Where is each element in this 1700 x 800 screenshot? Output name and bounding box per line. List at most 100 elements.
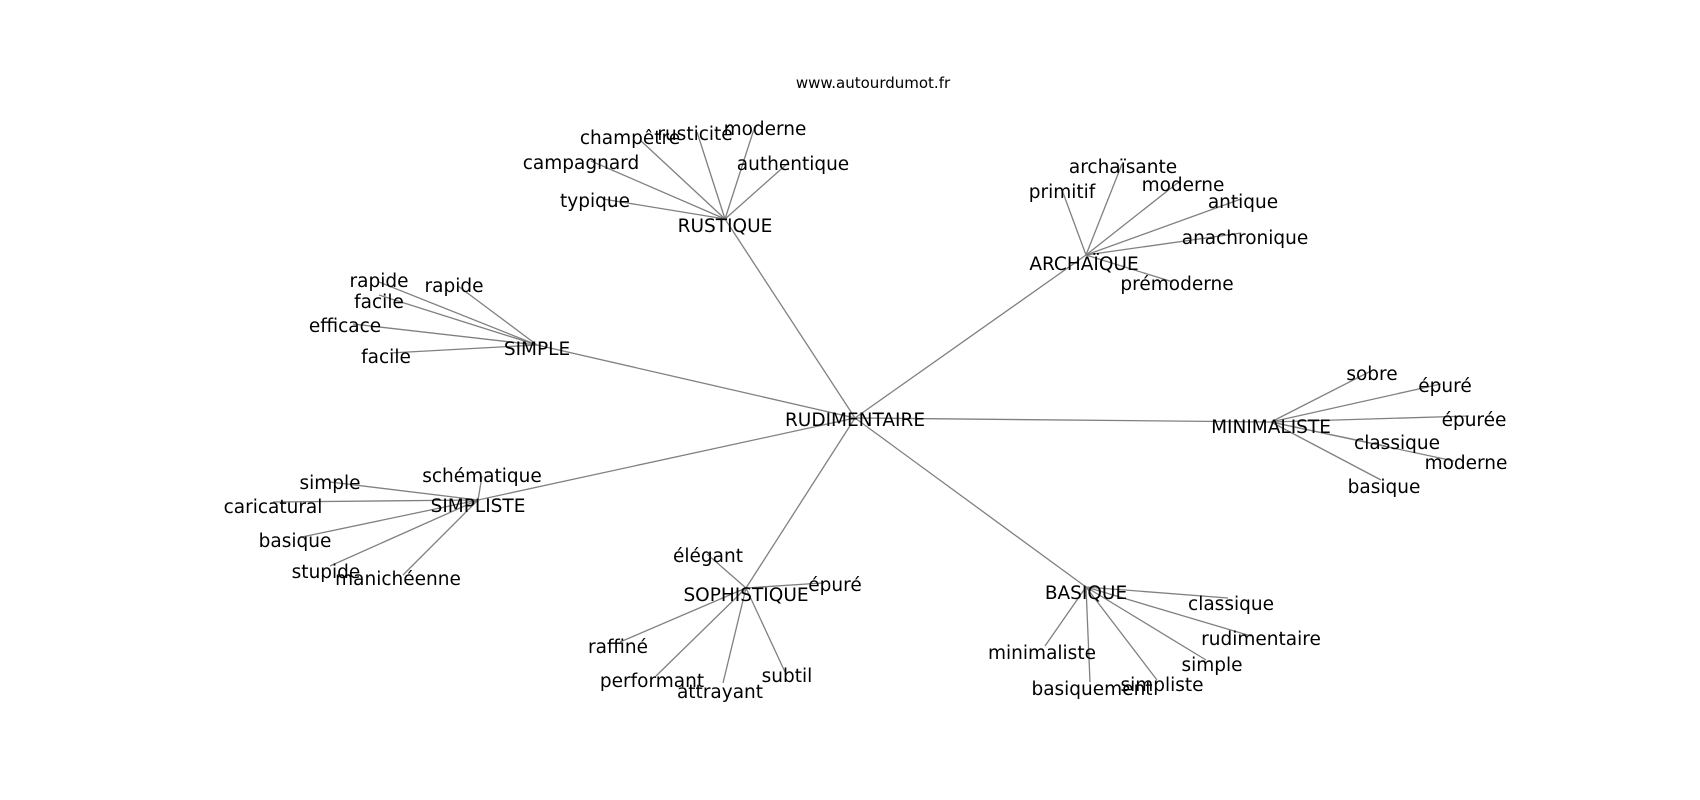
label-layer: RUDIMENTAIREchampêtrerusticitémodernecam… <box>224 119 1508 703</box>
leaf-node-label: simple <box>1181 655 1242 676</box>
hub-to-leaf-edge <box>745 582 823 589</box>
leaf-node-label: campagnard <box>523 153 639 174</box>
leaf-node-label: moderne <box>724 119 807 140</box>
hub-to-leaf-edge <box>619 587 747 643</box>
leaf-node-label: manichéenne <box>335 569 461 590</box>
leaf-node-label: épurée <box>1442 410 1507 431</box>
hub-to-leaf-edge <box>1085 586 1207 661</box>
leaf-node-label: antique <box>1208 192 1278 213</box>
leaf-node-label: sobre <box>1346 364 1397 385</box>
hub-to-leaf-edge <box>1270 421 1382 481</box>
leaf-node-label: rapide <box>425 276 484 297</box>
leaf-node-label: rusticité <box>657 124 732 145</box>
hub-to-leaf-edge <box>301 499 479 538</box>
edge-layer <box>272 125 1470 684</box>
hub-to-leaf-edge <box>1270 421 1455 462</box>
hub-to-leaf-edge <box>329 481 479 501</box>
leaf-node-label: basique <box>259 531 332 552</box>
hub-to-leaf-edge <box>402 499 479 576</box>
hub-to-leaf-edge <box>706 553 747 589</box>
leaf-node-label: prémoderne <box>1120 274 1233 295</box>
leaf-node-label: minimaliste <box>988 643 1096 664</box>
root-to-hub-edge <box>477 417 856 501</box>
hub-to-leaf-edge <box>352 323 538 346</box>
leaf-node-label: typique <box>560 191 630 212</box>
leaf-node-label: classique <box>1354 433 1440 454</box>
leaf-node-label: facile <box>361 347 411 368</box>
root-to-hub-edge <box>854 254 1087 419</box>
leaf-node-label: primitif <box>1029 182 1096 203</box>
leaf-node-label: basique <box>1348 477 1421 498</box>
leaf-node-label: facile <box>354 292 404 313</box>
hub-to-leaf-edge <box>1085 586 1158 681</box>
hub-to-leaf-edge <box>696 131 726 220</box>
leaf-node-label: simpliste <box>1120 675 1203 696</box>
leaf-node-label: basiquement <box>1031 679 1152 700</box>
hub-to-leaf-edge <box>590 160 726 220</box>
watermark-text: www.autourdumot.fr <box>796 74 951 92</box>
hub-to-leaf-edge <box>378 281 538 346</box>
hub-to-leaf-edge <box>1085 254 1174 283</box>
root-node-label: RUDIMENTAIRE <box>785 410 925 431</box>
hub-to-leaf-edge <box>1270 383 1442 423</box>
leaf-node-label: raffiné <box>588 637 648 658</box>
leaf-node-label: attrayant <box>677 682 763 703</box>
leaf-node-label: épuré <box>1418 376 1471 397</box>
hub-to-leaf-edge <box>724 125 756 220</box>
leaf-node-label: authentique <box>737 154 849 175</box>
hub-node-label: BASIQUE <box>1045 583 1127 604</box>
leaf-node-label: subtil <box>762 666 813 687</box>
leaf-node-label: anachronique <box>1182 228 1309 249</box>
leaf-node-label: schématique <box>422 466 542 487</box>
root-to-hub-edge <box>536 344 856 419</box>
leaf-node-label: archaïsante <box>1069 157 1177 178</box>
hub-to-leaf-edge <box>1085 586 1252 637</box>
hub-to-leaf-edge <box>378 294 538 346</box>
hub-to-leaf-edge <box>745 587 786 673</box>
hub-to-leaf-edge <box>1085 232 1242 256</box>
leaf-node-label: performant <box>600 671 704 692</box>
hub-to-leaf-edge <box>1085 163 1123 256</box>
leaf-node-label: épuré <box>808 575 861 596</box>
hub-to-leaf-edge <box>1085 180 1181 256</box>
hub-to-leaf-edge <box>1085 198 1242 256</box>
hub-to-leaf-edge <box>1270 371 1370 423</box>
root-to-hub-edge <box>724 218 856 419</box>
leaf-node-label: efficace <box>309 316 381 337</box>
leaf-node-label: rudimentaire <box>1201 629 1321 650</box>
leaf-node-label: simple <box>299 473 360 494</box>
hub-to-leaf-edge <box>1044 586 1087 647</box>
root-to-hub-edge <box>854 417 1272 423</box>
hub-node-label: SIMPLISTE <box>431 496 526 517</box>
hub-node-label: SOPHISTIQUE <box>683 585 808 606</box>
hub-node-label: SIMPLE <box>504 339 570 360</box>
root-to-hub-edge <box>745 417 856 589</box>
leaf-node-label: rapide <box>350 271 409 292</box>
hub-node-label: MINIMALISTE <box>1211 417 1331 438</box>
leaf-node-label: champêtre <box>580 128 680 149</box>
hub-to-leaf-edge <box>724 162 789 220</box>
hub-node-label: ARCHAÏQUE <box>1029 254 1138 275</box>
hub-to-leaf-edge <box>722 587 747 684</box>
hub-to-leaf-edge <box>389 344 538 354</box>
hub-to-leaf-edge <box>272 499 479 503</box>
hub-to-leaf-edge <box>655 587 747 677</box>
hub-to-leaf-edge <box>1085 586 1229 599</box>
leaf-node-label: moderne <box>1425 453 1508 474</box>
leaf-node-label: caricatural <box>224 497 323 518</box>
leaf-node-label: moderne <box>1142 175 1225 196</box>
leaf-node-label: classique <box>1188 594 1274 615</box>
root-to-hub-edge <box>854 417 1087 588</box>
leaf-node-label: élégant <box>673 546 743 567</box>
hub-to-leaf-edge <box>602 198 726 220</box>
hub-to-leaf-edge <box>477 475 483 501</box>
hub-to-leaf-edge <box>639 139 726 220</box>
hub-to-leaf-edge <box>457 285 538 346</box>
leaf-node-label: stupide <box>292 562 361 583</box>
hub-node-label: RUSTIQUE <box>678 216 773 237</box>
hub-to-leaf-edge <box>1085 586 1091 683</box>
hub-to-leaf-edge <box>1061 189 1087 256</box>
hub-to-leaf-edge <box>329 499 479 567</box>
hub-to-leaf-edge <box>1270 415 1470 423</box>
